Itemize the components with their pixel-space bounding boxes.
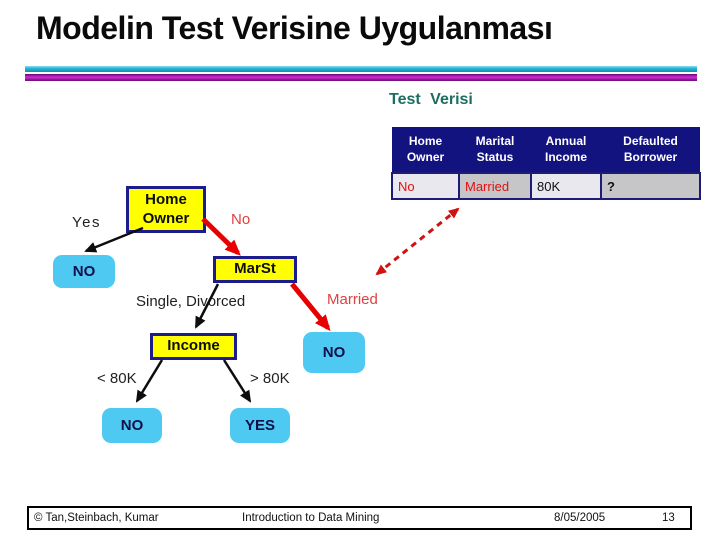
branch-label-single-divorced: Single, Divorced — [136, 293, 246, 310]
footer-page-number: 13 — [662, 512, 675, 524]
table-row: No Married 80K ? — [391, 172, 701, 200]
branch-above-80k-arrow — [222, 359, 252, 403]
cell-home-owner: No — [391, 172, 460, 200]
node-income: Income — [150, 333, 237, 360]
slide-title: Modelin Test Verisine Uygulanması — [36, 10, 553, 46]
record-to-node-dashed-arrow — [375, 207, 460, 276]
branch-label-no: No — [231, 211, 251, 228]
cell-annual-income: 80K — [530, 172, 602, 200]
branch-label-married: Married — [327, 291, 378, 308]
test-record-table: Home Owner Marital Status Annual Income … — [391, 127, 701, 200]
footer-book-title: Introduction to Data Mining — [242, 512, 380, 524]
node-home-owner: Home Owner — [126, 186, 206, 233]
col-header-annual-income: Annual Income — [531, 127, 601, 174]
leaf-no-home-owner-yes: NO — [53, 255, 115, 288]
col-header-defaulted-borrower: Defaulted Borrower — [601, 127, 700, 174]
col-header-marital-status: Marital Status — [459, 127, 531, 174]
branch-married-arrow-highlighted — [290, 282, 331, 332]
leaf-yes-high-income: YES — [230, 408, 290, 443]
node-marst: MarSt — [213, 256, 297, 283]
branch-below-80k-arrow — [135, 359, 164, 403]
footer-date: 8/05/2005 — [554, 512, 606, 524]
leaf-no-low-income: NO — [102, 408, 162, 443]
slide-footer: © Tan,Steinbach, Kumar Introduction to D… — [27, 506, 692, 530]
cell-marital-status: Married — [458, 172, 532, 200]
footer-copyright: © Tan,Steinbach, Kumar — [34, 512, 159, 524]
branch-label-below-80k: < 80K — [97, 370, 137, 387]
cell-defaulted-borrower: ? — [600, 172, 701, 200]
title-divider-magenta — [25, 74, 697, 81]
col-header-home-owner: Home Owner — [392, 127, 459, 174]
test-data-caption: Test Verisi — [389, 91, 473, 108]
title-divider-cyan — [25, 66, 697, 72]
branch-label-above-80k: > 80K — [250, 370, 290, 387]
table-header-row: Home Owner Marital Status Annual Income … — [392, 127, 700, 174]
leaf-no-married: NO — [303, 332, 365, 373]
branch-label-yes: Yes — [72, 214, 101, 231]
